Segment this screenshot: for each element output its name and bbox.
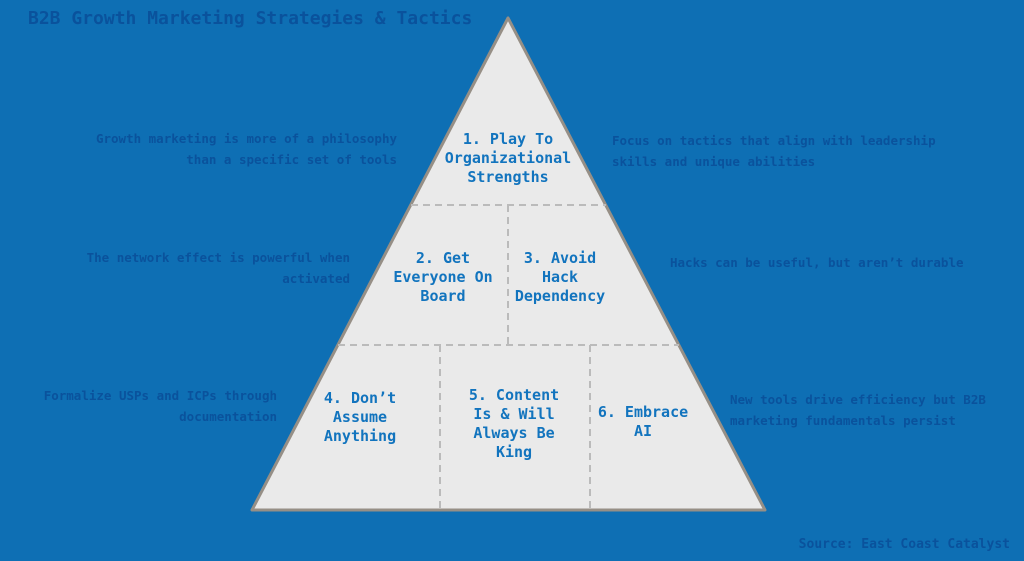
pyramid-triangle [250,16,767,512]
annotation-bottom-left: Formalize USPs and ICPs through document… [43,388,277,424]
annotation-top-right: Focus on tactics that align with leaders… [612,133,936,169]
annotation-mid-right: Hacks can be useful, but aren’t durable [670,255,964,270]
pyramid-cell-1: 1. Play To Organizational Strengths [444,130,572,186]
pyramid-cell-5: 5. Content Is & Will Always Be King [468,386,560,461]
pyramid-cell-2: 2. Get Everyone On Board [393,249,493,305]
pyramid-cell-3: 3. Avoid Hack Dependency [514,249,606,305]
annotation-bottom-right: New tools drive efficiency but B2B marke… [730,392,986,428]
page-title: B2B Growth Marketing Strategies & Tactic… [28,8,473,29]
pyramid-cell-6: 6. Embrace AI [597,403,689,440]
annotation-top-left: Growth marketing is more of a philosophy… [95,131,397,167]
annotation-mid-left: The network effect is powerful when acti… [86,250,350,286]
pyramid-cell-4: 4. Don’t Assume Anything [323,389,397,445]
source-credit: Source: East Coast Catalyst [798,537,1010,552]
